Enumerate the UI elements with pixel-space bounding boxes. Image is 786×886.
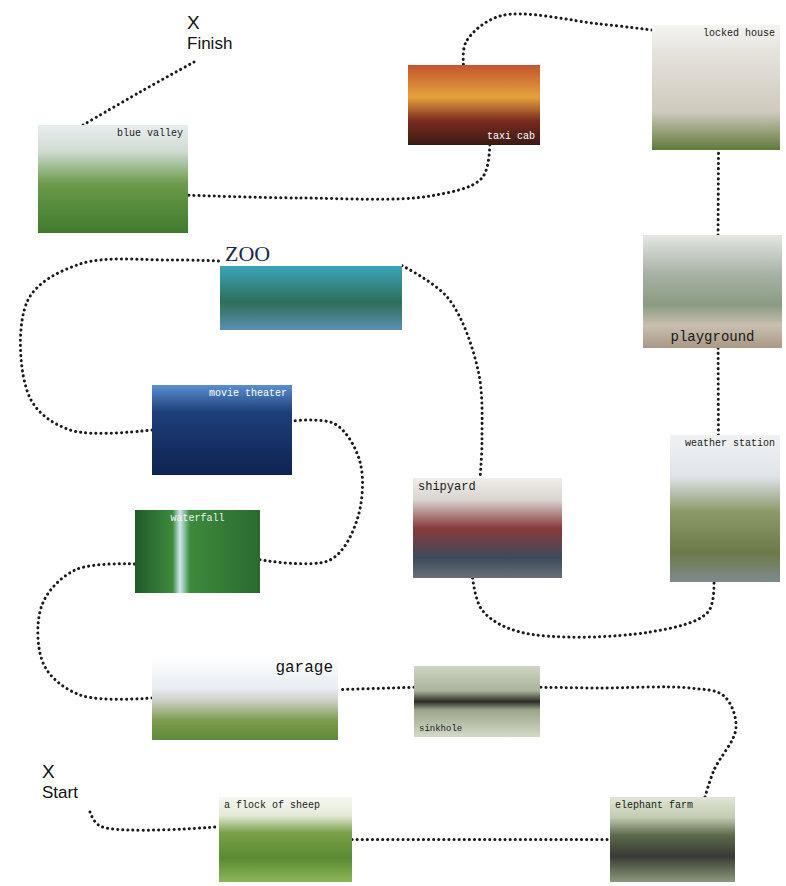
marker-label: Start — [42, 783, 78, 803]
dotted-route — [83, 62, 194, 125]
route-marker: XFinish — [185, 4, 245, 62]
place-photo: weather station — [670, 435, 780, 582]
marker-label: X — [42, 761, 55, 783]
place-label: movie theater — [209, 388, 287, 400]
place-label: elephant farm — [615, 800, 693, 812]
marker-label: X — [187, 12, 200, 34]
dotted-route — [540, 687, 736, 797]
dotted-route — [717, 348, 720, 435]
place-photo: blue valley — [38, 125, 188, 233]
place-photo: shipyard — [413, 478, 562, 578]
place-photo: sinkhole — [414, 666, 540, 737]
dotted-route — [717, 150, 721, 235]
place-label: garage — [275, 659, 333, 677]
place-label: a flock of sheep — [224, 800, 320, 812]
place-label: ZOO — [225, 241, 270, 266]
place-label: blue valley — [117, 128, 183, 140]
dotted-route — [402, 266, 482, 478]
dotted-route — [463, 14, 652, 65]
dotted-route — [188, 145, 490, 199]
place-photo: locked house — [652, 25, 780, 150]
place-photo: playground — [643, 235, 782, 348]
place-photo: elephant farm — [610, 797, 735, 882]
place-label: shipyard — [418, 481, 476, 495]
place-label: waterfall — [170, 513, 224, 525]
route-marker: XStart — [40, 752, 90, 812]
place-photo: ZOO — [220, 238, 402, 330]
dotted-route — [338, 687, 414, 689]
dotted-route — [473, 578, 714, 637]
dotted-route — [90, 812, 219, 830]
place-label: weather station — [685, 438, 775, 450]
place-photo: movie theater — [152, 385, 292, 475]
place-label: taxi cab — [487, 131, 535, 143]
place-label: locked house — [703, 28, 775, 40]
place-photo: garage — [152, 656, 338, 740]
place-label: sinkhole — [419, 724, 462, 734]
place-label: playground — [670, 329, 754, 345]
marker-label: Finish — [187, 34, 232, 54]
place-photo: a flock of sheep — [219, 797, 352, 882]
dotted-route — [352, 838, 610, 841]
place-photo: taxi cab — [408, 65, 540, 145]
place-photo: waterfall — [135, 510, 260, 593]
